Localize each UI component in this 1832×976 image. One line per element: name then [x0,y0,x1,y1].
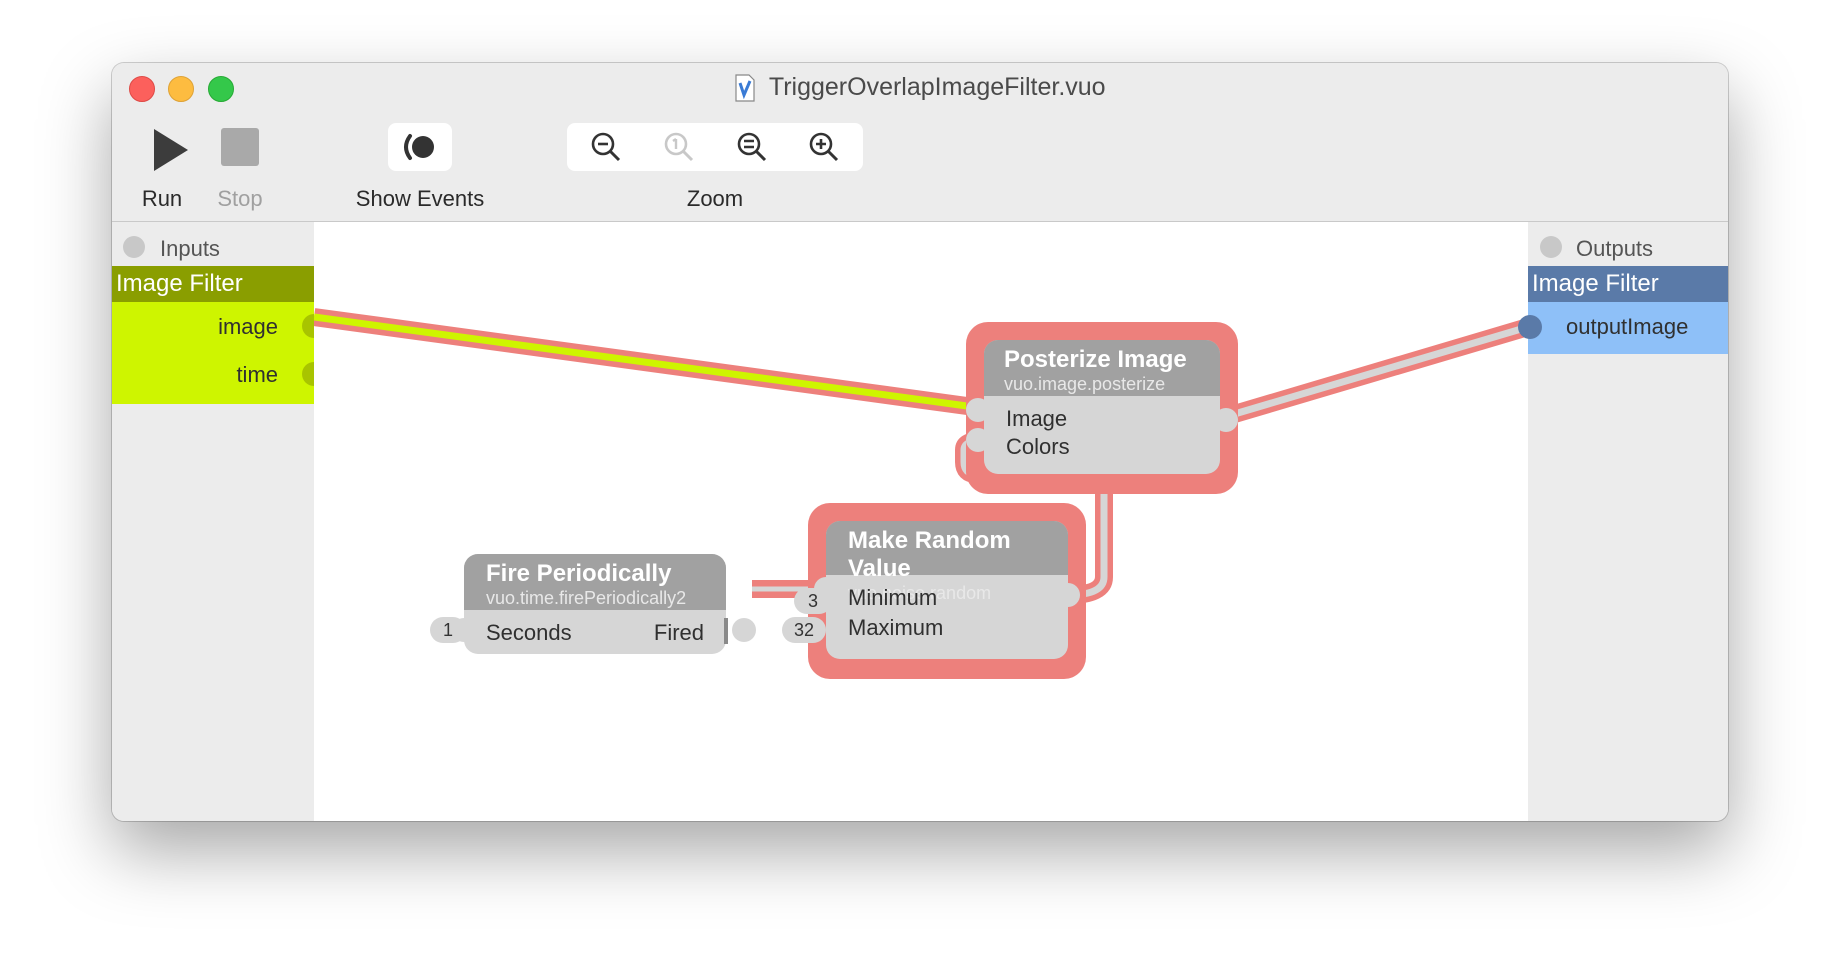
actual-size-icon[interactable] [662,130,696,164]
vuo-document-icon [734,73,756,102]
posterize-output-port[interactable] [1214,408,1238,432]
make-random-class: vuo.noise.random [848,583,992,603]
minimize-window-button[interactable] [168,76,194,102]
input-protocol-ports: image time [112,302,326,404]
inputs-panel-header: Inputs [160,236,220,261]
window-title: TriggerOverlapImageFilter.vuo [768,73,1106,101]
titlebar: TriggerOverlapImageFilter.vuo Run Stop S… [112,63,1728,222]
published-input-image[interactable]: image [218,314,278,339]
close-window-button[interactable] [129,76,155,102]
maximum-constant[interactable]: 32 [782,617,826,643]
editor-window: TriggerOverlapImageFilter.vuo Run Stop S… [112,63,1728,821]
posterize-image-port-label: Image [1006,406,1068,431]
posterize-colors-port-label: Colors [1006,434,1070,459]
outputs-panel-toggle[interactable] [1540,236,1562,258]
fired-port-label: Fired [653,620,704,645]
title-area: TriggerOverlapImageFilter.vuo [112,73,1728,102]
make-random-title: Make Random Value [848,527,1011,582]
run-label: Run [141,186,183,211]
stop-tool[interactable]: Stop [200,63,280,221]
output-image-input-port[interactable] [1518,315,1542,339]
published-inputs-panel: Inputs Image Filter image time [112,222,326,821]
maximum-port-label: Maximum [848,615,944,640]
minimum-port-label: Minimum [848,585,938,610]
show-events-button[interactable] [388,123,452,171]
stop-label: Stop [217,186,263,211]
fired-output-port[interactable] [732,618,756,642]
fire-periodically-class: vuo.time.firePeriodically2 [486,588,687,608]
posterize-image-node[interactable]: Posterize Image vuo.image.posterize Imag… [966,322,1238,494]
inputs-panel-toggle[interactable] [123,236,145,258]
zoom-window-button[interactable] [208,76,234,102]
output-protocol-ports: outputImage [1518,302,1728,354]
fire-periodically-title: Fire Periodically [486,560,672,587]
run-tool[interactable]: Run [122,63,202,221]
composition-canvas[interactable]: Posterize Image vuo.image.posterize Imag… [314,222,1528,821]
posterize-node-class: vuo.image.posterize [1004,374,1166,394]
show-events-icon [404,134,434,160]
show-events-tool[interactable]: Show Events [340,63,500,221]
make-random-value-node[interactable]: Make Random Value vuo.noise.random Minim… [808,503,1086,679]
show-events-label: Show Events [355,186,485,211]
zoom-button-group [567,123,863,171]
posterize-colors-input-port[interactable] [966,428,990,452]
zoom-label: Zoom [686,186,744,211]
zoom-out-icon[interactable] [589,130,623,164]
outputs-panel-header: Outputs [1576,236,1654,261]
posterize-node-title: Posterize Image [1004,346,1187,373]
published-outputs-panel: Outputs Image Filter outputImage [1518,222,1728,821]
output-protocol-title: Image Filter [1528,266,1728,302]
random-output-port[interactable] [1056,583,1080,607]
published-input-time[interactable]: time [236,362,278,387]
run-icon[interactable] [148,125,194,175]
stop-icon[interactable] [221,128,259,166]
trigger-port-marker [724,618,728,644]
zoom-in-icon[interactable] [807,130,841,164]
input-protocol-title: Image Filter [112,266,314,302]
zoom-tool: Zoom [567,63,863,221]
fire-periodically-node[interactable]: Fire Periodically vuo.time.firePeriodica… [452,554,756,656]
seconds-port-label: Seconds [486,620,572,645]
zoom-to-fit-icon[interactable] [735,130,769,164]
minimum-constant[interactable]: 3 [794,588,832,614]
published-output-outputImage[interactable]: outputImage [1566,314,1689,339]
posterize-image-input-port[interactable] [966,398,990,422]
seconds-constant[interactable]: 1 [430,617,466,643]
